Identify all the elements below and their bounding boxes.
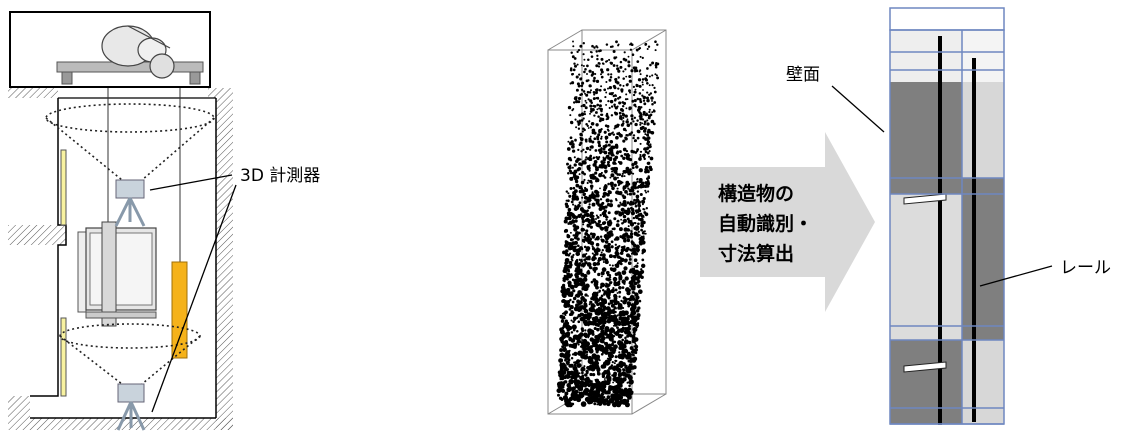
shaft-outline [889, 7, 1005, 425]
process-arrow-shape [700, 132, 875, 312]
landing-door-upper [60, 149, 67, 226]
scanner-lower [116, 383, 146, 431]
counterweight [171, 261, 188, 359]
point-cloud-view [547, 29, 667, 415]
rail-bracket-upper [903, 193, 947, 205]
elevator-shaft-schematic: 3D 計測器 [8, 11, 320, 431]
ground-left [8, 88, 58, 98]
scanner-upper [114, 179, 146, 227]
scanner-label: 3D 計測器 [240, 166, 320, 186]
rail-leader [979, 265, 1053, 287]
wall-label: 壁面 [786, 65, 820, 85]
wall-panel-middle [962, 178, 1004, 340]
floor-slab-upper [8, 225, 66, 245]
process-arrow-line-1: 構造物の [718, 182, 794, 205]
scanner-leader-lower [151, 184, 237, 413]
ground-right [208, 88, 233, 98]
process-arrow: 構造物の 自動識別・ 寸法算出 [700, 132, 875, 312]
elevator-car [77, 221, 157, 327]
structure-model: 壁面 レール [786, 7, 1111, 425]
rail-label: レール [1060, 258, 1111, 278]
landing-door-lower [60, 317, 67, 397]
wall-leader [831, 85, 885, 133]
process-arrow-line-2: 自動識別・ [718, 212, 813, 235]
lower-scan-cone [59, 323, 201, 385]
shaft-wall-right [216, 98, 233, 430]
rail-bracket-lower [903, 361, 947, 373]
floor-slab-lower [8, 396, 30, 430]
wall-panel-upper [890, 82, 962, 194]
upper-scan-cone [45, 103, 215, 181]
scanner-leader-upper [149, 174, 233, 191]
point-cloud-points [556, 40, 660, 408]
wall-panel-lower [890, 340, 962, 424]
hoist-machine [56, 25, 204, 85]
process-arrow-line-3: 寸法算出 [718, 242, 794, 265]
